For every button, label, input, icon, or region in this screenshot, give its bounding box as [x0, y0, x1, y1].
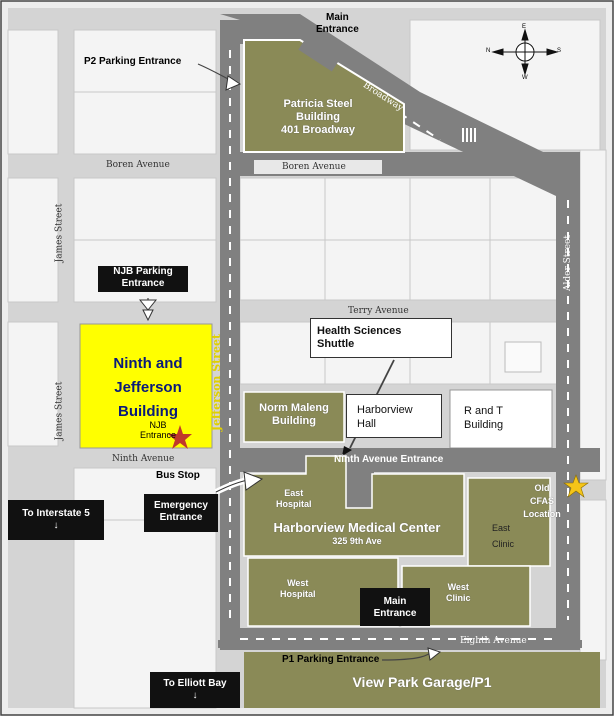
boren-avenue-left-label: Boren Avenue — [106, 160, 170, 170]
r-and-t-building-box: R and T Building — [456, 398, 546, 442]
compass-w-letter: W — [522, 75, 528, 81]
james-street-top-label: James Street — [54, 203, 65, 263]
njb-entrance-label: NJB Entrance — [140, 420, 177, 440]
patricia-steel-building-label: Patricia Steel Building 401 Broadway — [281, 98, 355, 136]
main-entrance-hmc-box: Main Entrance — [360, 588, 430, 626]
bus-stop-label: Bus Stop — [156, 470, 200, 481]
emergency-entrance-box: Emergency Entrance — [144, 494, 218, 532]
to-interstate-5-box: To Interstate 5 ↓ — [8, 500, 104, 540]
alder-street-label: Alder Street — [562, 235, 573, 291]
compass-e-letter: E — [522, 24, 527, 30]
compass-n-letter: N — [486, 48, 491, 54]
patricia-steel-building — [243, 39, 405, 153]
hmc-address-label: 325 9th Ave — [332, 536, 382, 546]
boren-avenue-center-label: Boren Avenue — [282, 162, 346, 172]
to-elliott-bay-box: To Elliott Bay ↓ — [150, 672, 240, 708]
james-street-bottom-label: James Street — [54, 381, 65, 441]
east-hospital-label: East Hospital — [276, 488, 312, 509]
ninth-avenue-left-label: Ninth Avenue — [112, 454, 175, 464]
njb-parking-entrance-box: NJB Parking Entrance — [98, 266, 188, 292]
njb-entrance-star — [168, 425, 192, 449]
norm-maleng-building-label: Norm Maleng Building — [259, 402, 329, 427]
ninth-jefferson-building-label: Ninth and Jefferson Building — [113, 355, 183, 420]
old-cfas-location-label: Old CFAS Location — [523, 483, 561, 519]
eighth-avenue-label: Eighth Avenue — [460, 636, 527, 646]
main-entrance-top-label: Main Entrance — [316, 12, 359, 35]
health-sciences-shuttle-box: Health Sciences Shuttle — [310, 318, 452, 358]
p1-parking-entrance-label: P1 Parking Entrance — [282, 654, 380, 665]
harborview-hall-box: Harborview Hall — [346, 394, 442, 438]
compass-s-letter: S — [557, 48, 562, 54]
west-hospital-label: West Hospital — [280, 578, 316, 599]
west-clinic-label: West Clinic — [446, 582, 471, 603]
ninth-avenue-entrance-label: Ninth Avenue Entrance — [334, 454, 444, 465]
east-clinic-label: East Clinic — [492, 523, 515, 549]
view-park-garage-label: View Park Garage/P1 — [352, 674, 492, 690]
old-cfas-star — [563, 474, 589, 498]
compass-rose — [491, 28, 559, 76]
harborview-medical-center-label: Harborview Medical Center — [273, 520, 441, 535]
ninth-jefferson-building-shape — [79, 323, 213, 449]
terry-avenue-label: Terry Avenue — [348, 306, 409, 316]
p2-parking-entrance-label: P2 Parking Entrance — [84, 56, 182, 67]
